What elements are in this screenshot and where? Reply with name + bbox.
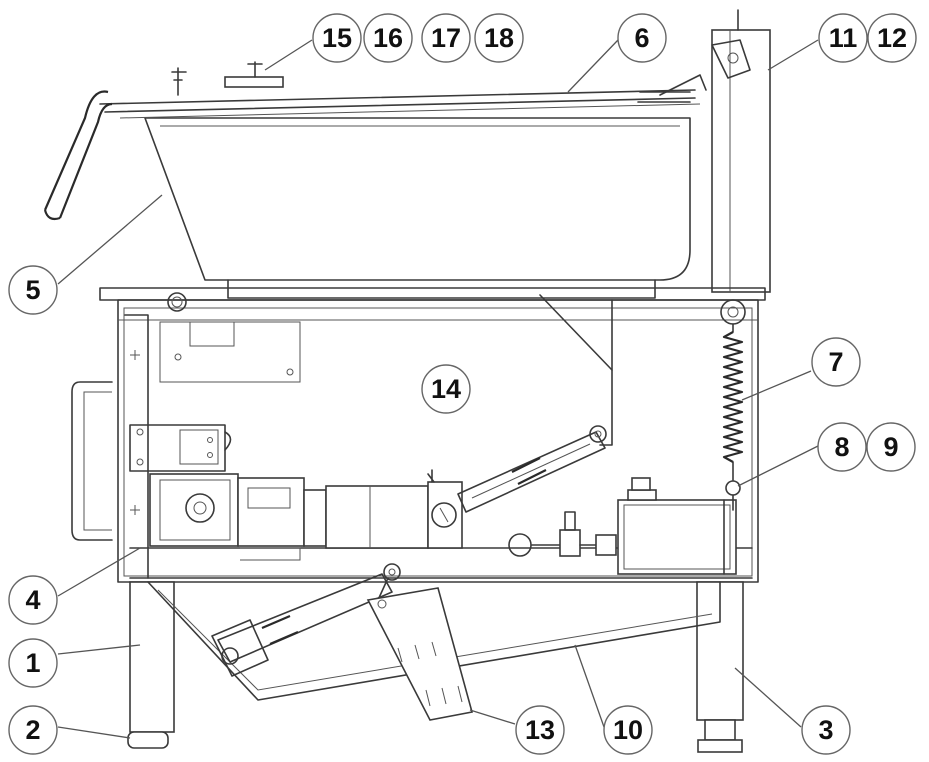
callout-18-label: 18: [484, 23, 514, 53]
callout-11-label: 11: [829, 23, 858, 53]
electrical-box: [617, 477, 737, 575]
callout-8-label: 8: [834, 432, 849, 462]
callout-14-label: 14: [431, 374, 461, 404]
callout-5-label: 5: [25, 275, 40, 305]
callout-17: 17: [421, 13, 471, 63]
callout-15-label: 15: [322, 23, 352, 53]
callout-2: 2: [8, 705, 58, 755]
callout-12: 12: [867, 13, 917, 63]
leader-lines: [57, 39, 819, 739]
callout-14: 14: [421, 364, 471, 414]
lower-frame: [147, 581, 721, 701]
lower-hydraulic-cylinder: [211, 563, 401, 677]
callout-10-label: 10: [613, 715, 643, 745]
callout-3: 3: [801, 705, 851, 755]
callout-3-label: 3: [818, 715, 833, 745]
upper-hydraulic-cylinder: [457, 425, 607, 513]
callout-16-label: 16: [373, 23, 403, 53]
callout-4: 4: [8, 575, 58, 625]
tension-spring: [720, 299, 746, 511]
tilting-column: [711, 9, 771, 293]
callout-1-label: 1: [25, 648, 40, 678]
callout-13: 13: [515, 705, 565, 755]
legs: [127, 581, 744, 753]
callout-8: 8: [817, 422, 867, 472]
callout-6-label: 6: [634, 23, 649, 53]
callout-12-label: 12: [877, 23, 907, 53]
callout-16: 16: [363, 13, 413, 63]
callout-11: 11: [818, 13, 868, 63]
callout-17-label: 17: [431, 23, 461, 53]
valve-assembly: [508, 511, 617, 557]
callout-7: 7: [811, 337, 861, 387]
callout-18: 18: [474, 13, 524, 63]
callout-4-label: 4: [25, 585, 40, 615]
callout-2-label: 2: [25, 715, 40, 745]
hydraulic-pump-unit: [149, 469, 463, 561]
callout-15: 15: [312, 13, 362, 63]
control-box: [129, 424, 232, 472]
callout-9-label: 9: [883, 432, 898, 462]
callout-7-label: 7: [828, 347, 843, 377]
callout-5: 5: [8, 265, 58, 315]
callout-9: 9: [866, 422, 916, 472]
door-handle: [71, 381, 113, 541]
callout-1: 1: [8, 638, 58, 688]
callout-10: 10: [603, 705, 653, 755]
tilting-pan: [43, 61, 707, 299]
drip-plate: [366, 577, 474, 721]
callout-13-label: 13: [525, 715, 555, 745]
callout-6: 6: [617, 13, 667, 63]
